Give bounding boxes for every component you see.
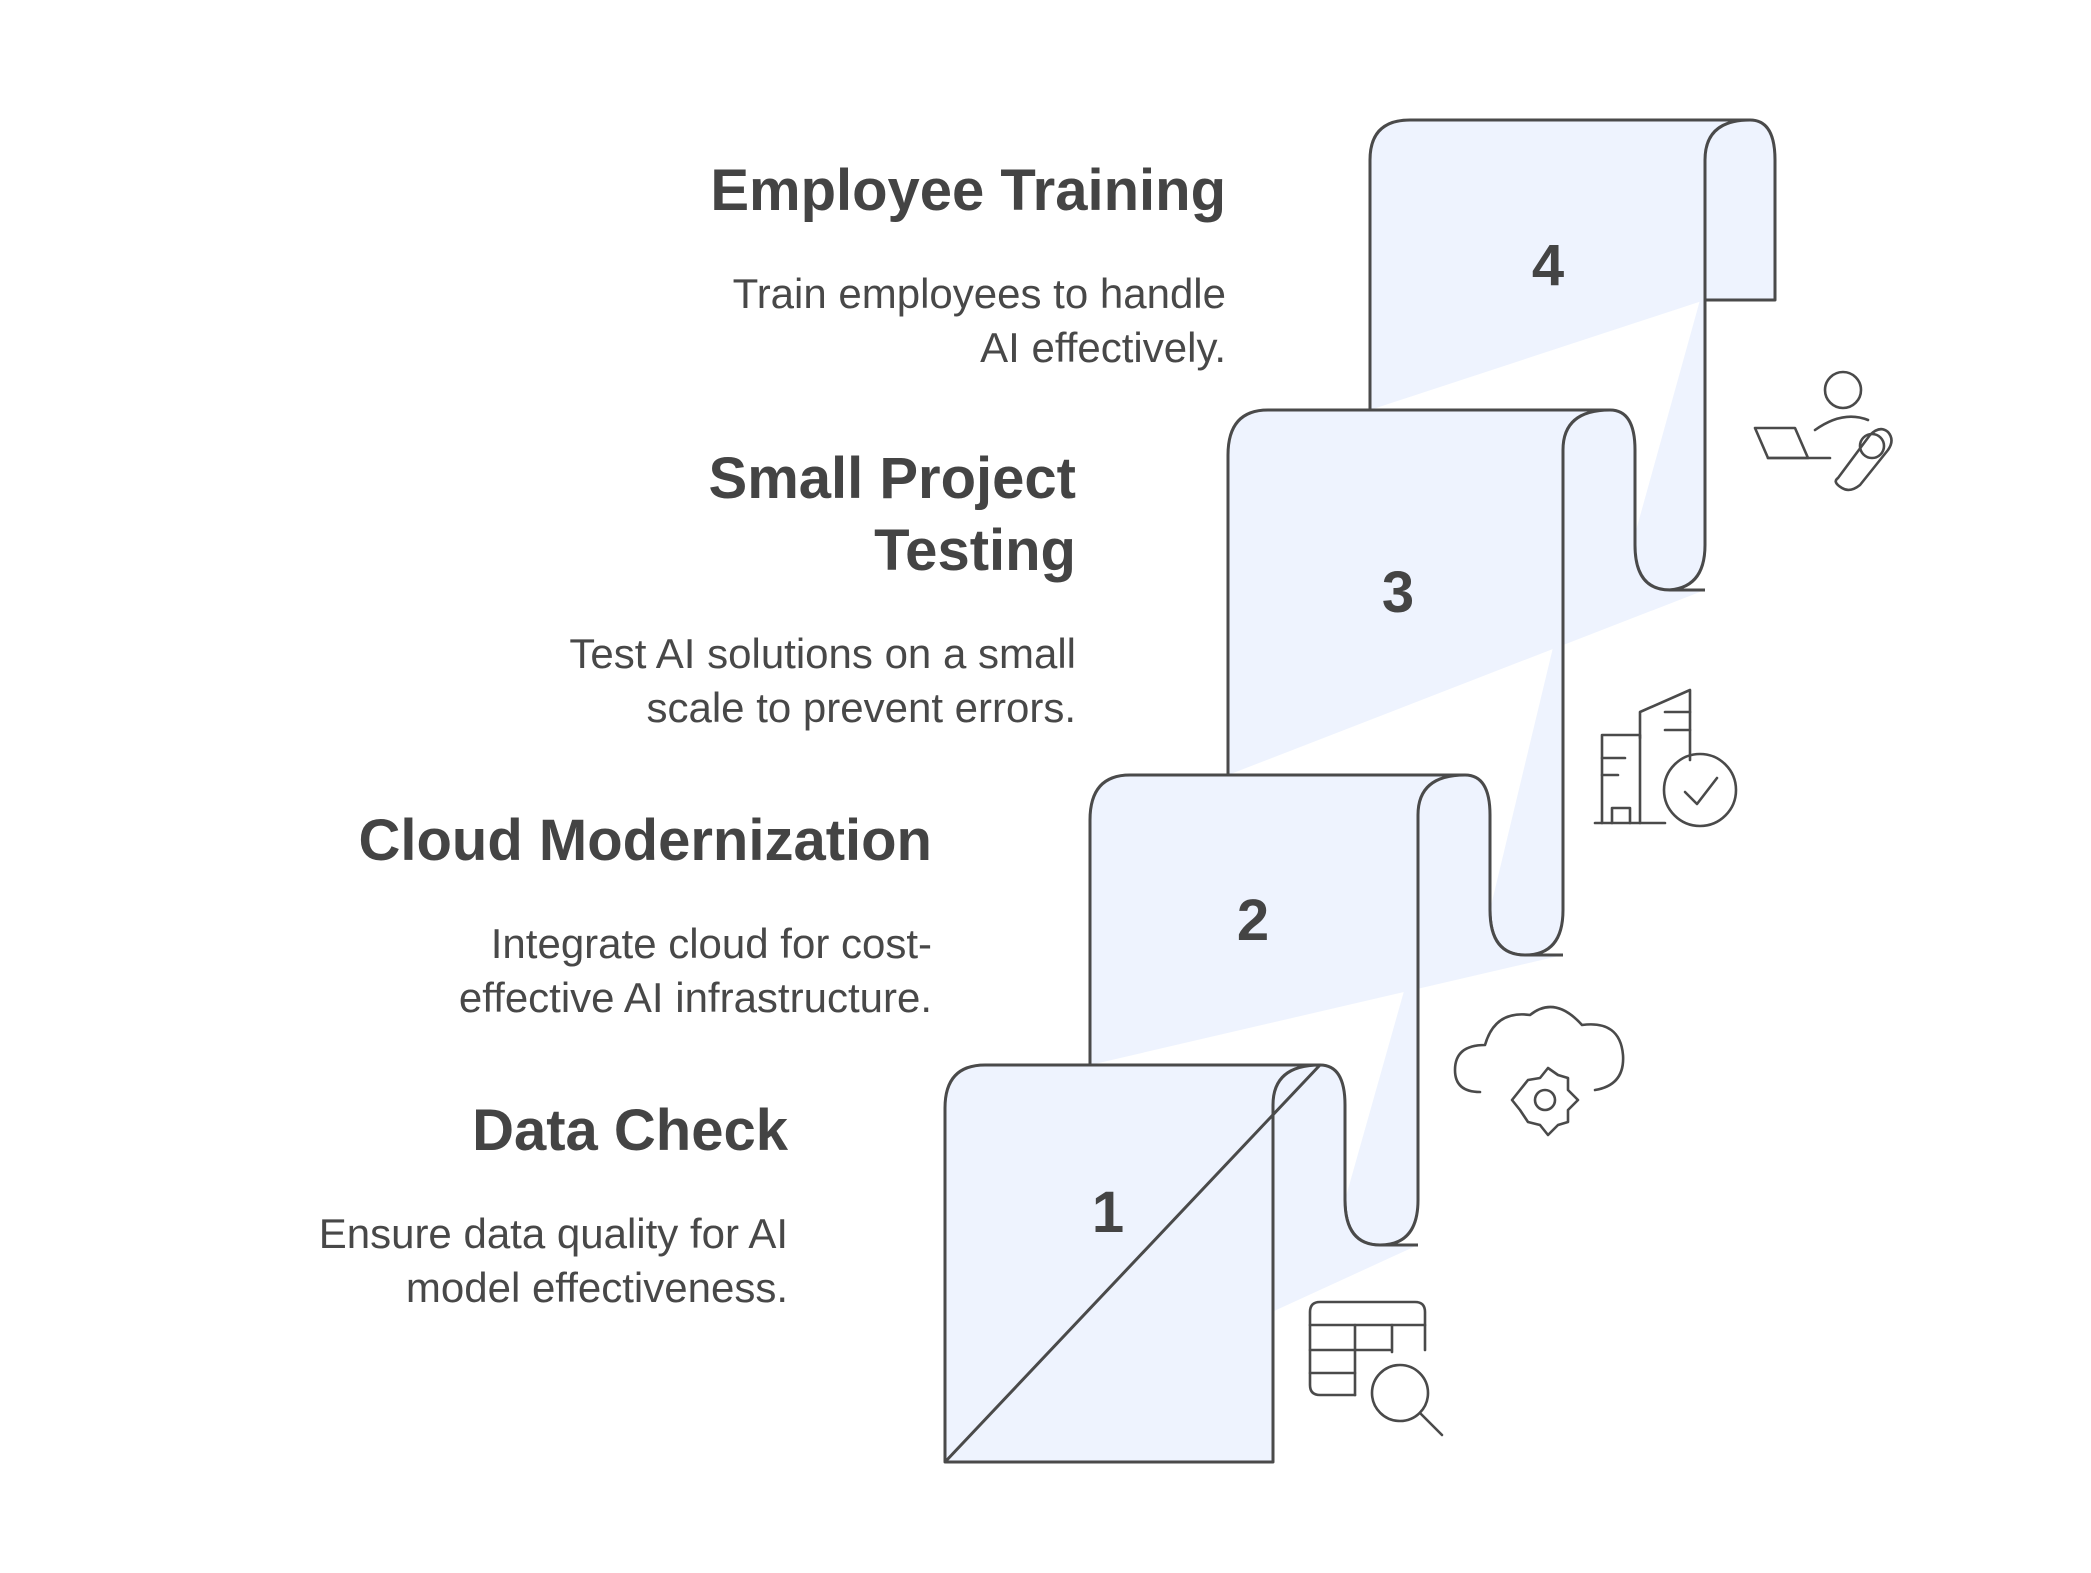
building-check-icon [1593,688,1738,828]
step-3-title-line-2: Testing [874,518,1076,583]
step-2-scroll: 2 [1088,773,1563,1247]
step-2-title: Cloud Modernization [358,808,933,873]
step-2-number: 2 [1237,888,1269,953]
step-4-desc-line-1: Train employees to handle [732,270,1226,317]
step-3-number: 3 [1382,560,1414,625]
step-3-title: Small Project Testing [400,443,1076,587]
step-3-desc-line-1: Test AI solutions on a small [569,630,1076,677]
person-laptop-icon [1753,370,1893,492]
step-1-text: Data Check Ensure data quality for AI mo… [200,1095,788,1315]
cloud-gear-icon [1453,1005,1625,1137]
step-1-scroll: 1 [943,1063,1418,1464]
step-2-text: Cloud Modernization Integrate cloud for … [250,805,933,1025]
step-4-scroll: 4 [1368,118,1777,592]
table-search-icon [1308,1300,1444,1437]
step-1-description: Ensure data quality for AI model effecti… [200,1207,788,1315]
step-1-title: Data Check [472,1098,788,1163]
step-4-description: Train employees to handle AI effectively… [560,267,1226,375]
step-4-text: Employee Training Train employees to han… [560,155,1226,375]
step-4-desc-line-2: AI effectively. [980,324,1226,371]
step-4-title: Employee Training [710,158,1226,223]
step-2-desc-line-1: Integrate cloud for cost- [490,920,932,967]
step-4-number: 4 [1532,233,1564,298]
step-1-desc-line-2: model effectiveness. [405,1264,788,1311]
step-3-text: Small Project Testing Test AI solutions … [400,443,1076,735]
step-2-description: Integrate cloud for cost- effective AI i… [250,917,932,1025]
step-3-description: Test AI solutions on a small scale to pr… [400,627,1076,735]
step-3-title-line-1: Small Project [708,446,1076,511]
step-2-desc-line-2: effective AI infrastructure. [458,974,932,1021]
step-3-desc-line-2: scale to prevent errors. [646,684,1076,731]
step-3-scroll: 3 [1226,408,1705,957]
step-1-number: 1 [1092,1180,1124,1245]
step-1-desc-line-1: Ensure data quality for AI [318,1210,788,1257]
